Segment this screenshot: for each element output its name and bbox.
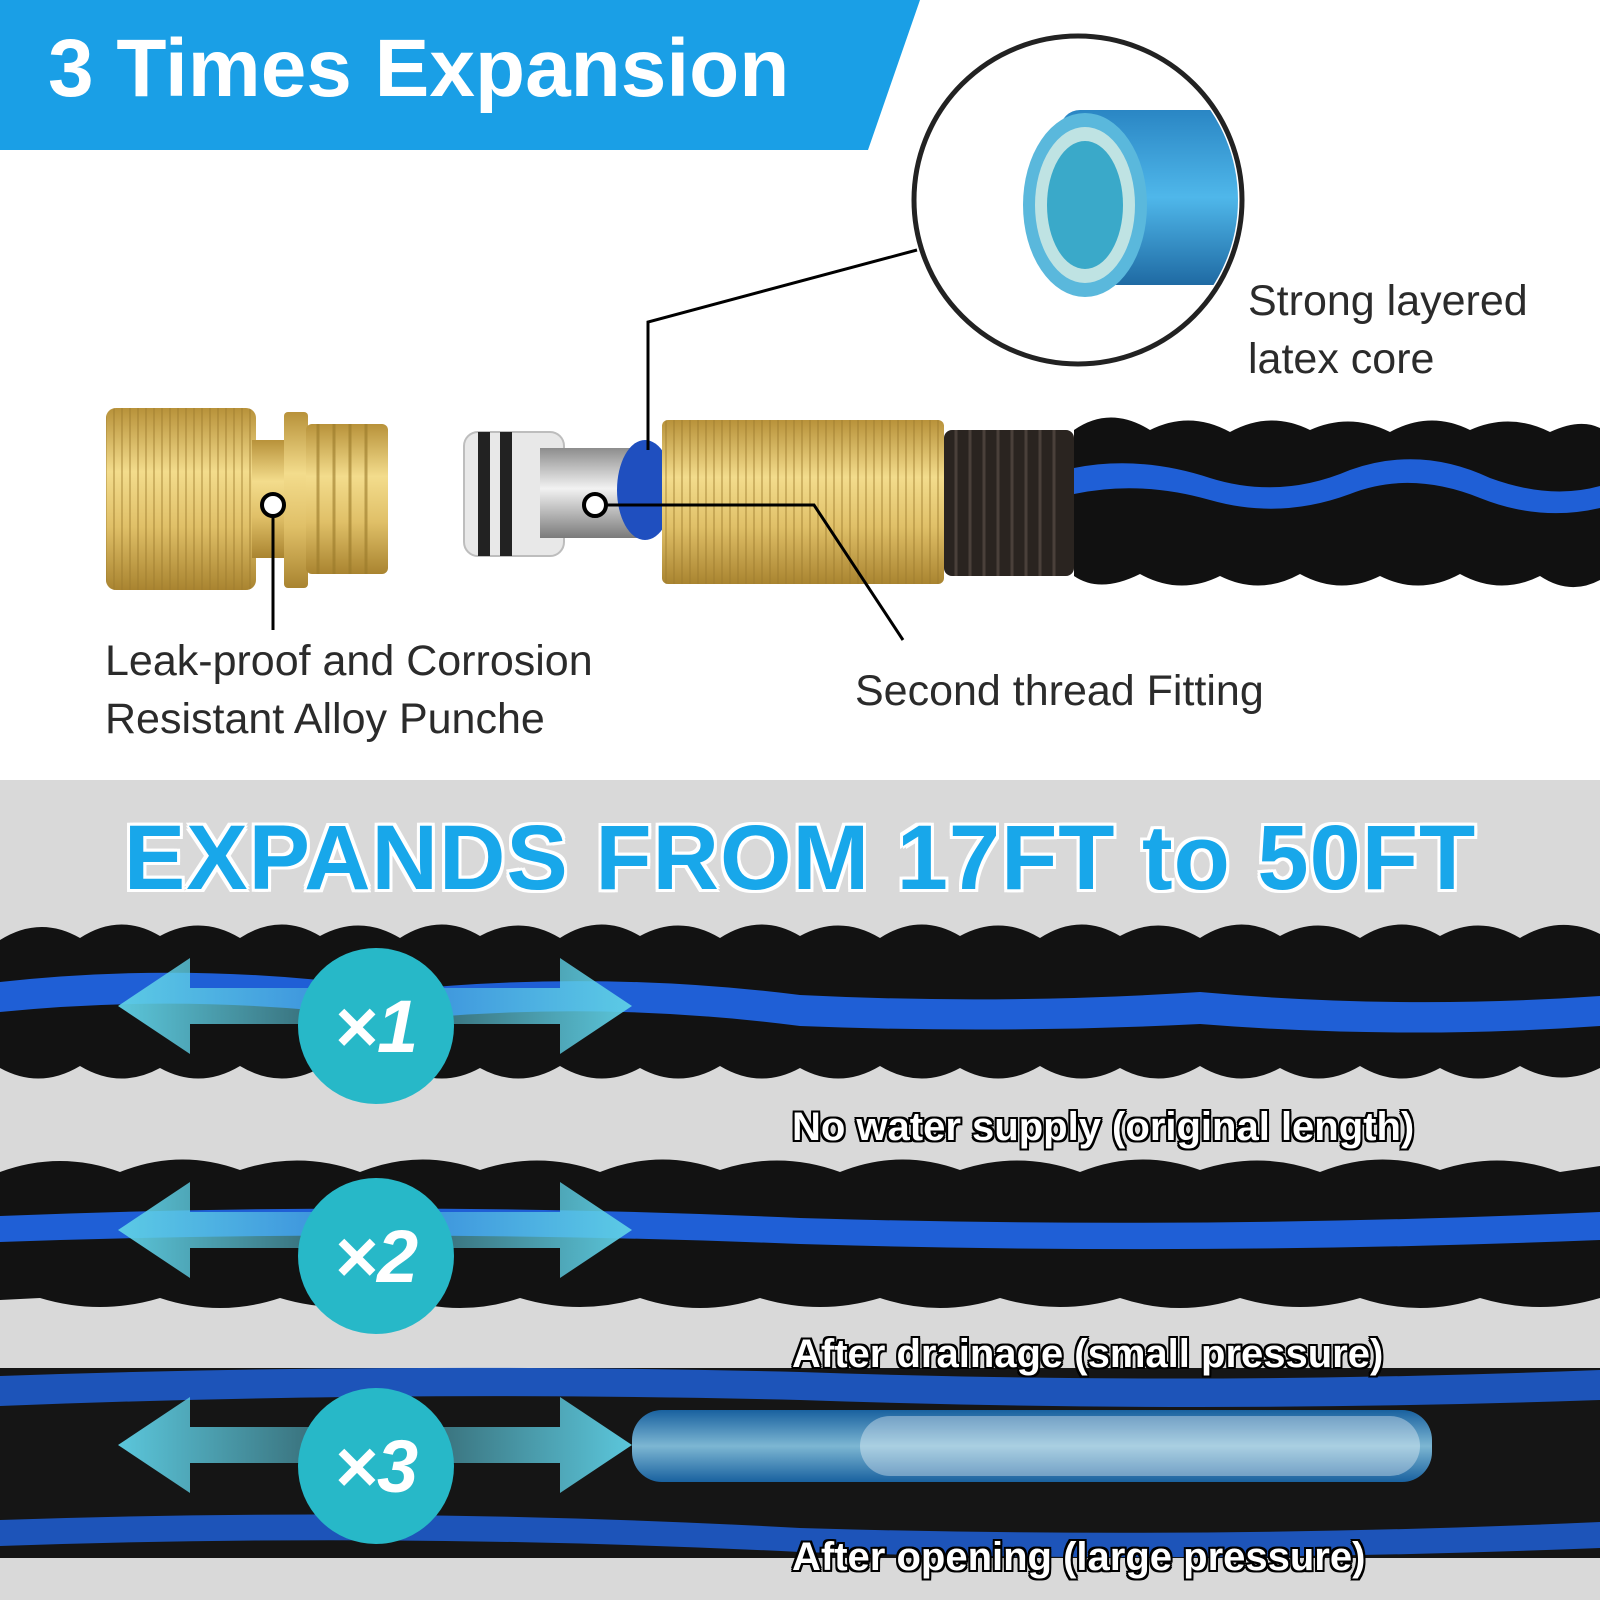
magnifier-circle-icon xyxy=(911,33,1245,367)
feature-latex-core-line1: Strong layered xyxy=(1248,277,1528,325)
feature-latex-core: Strong layered latex core xyxy=(1248,272,1528,388)
feature-thread-fitting: Second thread Fitting xyxy=(855,667,1264,715)
feature-alloy-punch-line1: Leak-proof and Corrosion xyxy=(105,637,593,685)
stage-1-badge: ×1 xyxy=(298,948,454,1104)
hose-stages-illustration xyxy=(0,924,1600,1558)
product-illustration xyxy=(106,33,1600,641)
stage-1-caption: No water supply (original length) xyxy=(792,1105,1415,1149)
stage-3-caption: After opening (large pressure) xyxy=(792,1535,1366,1579)
stage-3-badge: ×3 xyxy=(298,1388,454,1544)
stage-2-badge: ×2 xyxy=(298,1178,454,1334)
header-ribbon xyxy=(0,0,920,150)
feature-alloy-punch-line2: Resistant Alloy Punche xyxy=(105,695,545,743)
stage-2-caption: After drainage (small pressure) xyxy=(792,1332,1384,1376)
hose-fitting xyxy=(463,248,1600,641)
brass-connector xyxy=(106,408,388,630)
expansion-headline: EXPANDS FROM 17FT to 50FT xyxy=(123,807,1477,909)
feature-latex-core-line2: latex core xyxy=(1248,335,1435,383)
feature-alloy-punch: Leak-proof and Corrosion Resistant Alloy… xyxy=(105,632,593,748)
page-title: 3 Times Expansion xyxy=(48,23,790,114)
